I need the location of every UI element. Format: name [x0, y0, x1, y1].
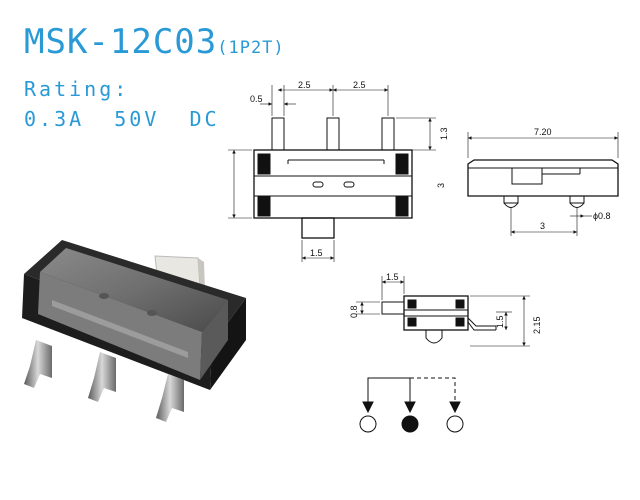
side-view-drawing [467, 132, 619, 236]
dim-body-height: 3 [436, 183, 446, 188]
pole-config: (1P2T) [217, 38, 285, 58]
dim-pitch-2: 2.5 [353, 80, 366, 90]
model-number: MSK-12C03 [24, 22, 218, 62]
dim-actuator-width: 1.5 [310, 248, 323, 258]
dim-pin-offset: 0.5 [250, 94, 263, 104]
rating-label: Rating: [24, 77, 130, 101]
dim-end-actuator-width: 1.5 [386, 272, 399, 282]
product-title: MSK-12C03(1P2T) [24, 22, 285, 62]
dim-total-height: 2.15 [532, 316, 542, 334]
dim-peg-diameter: ϕ0.8 [593, 211, 611, 221]
end-view-drawing [356, 276, 530, 347]
rating-block: Rating: 0.3A 50V DC [24, 74, 220, 134]
dim-length: 7.20 [534, 127, 552, 137]
switch-schematic [359, 377, 464, 433]
terminal-3 [446, 415, 464, 433]
switch-photo [22, 240, 246, 422]
dim-pin-spacing: 3 [540, 221, 545, 231]
terminal-common [401, 415, 419, 433]
dim-pitch-1: 2.5 [298, 80, 311, 90]
rating-value: 0.3A 50V DC [24, 107, 220, 131]
dim-lead-height: 1.5 [495, 315, 505, 328]
terminal-1 [359, 415, 377, 433]
dim-actuator-offset: 0.8 [349, 305, 359, 318]
dim-pin-height: 1.3 [439, 127, 449, 140]
top-view-drawing [228, 85, 436, 262]
